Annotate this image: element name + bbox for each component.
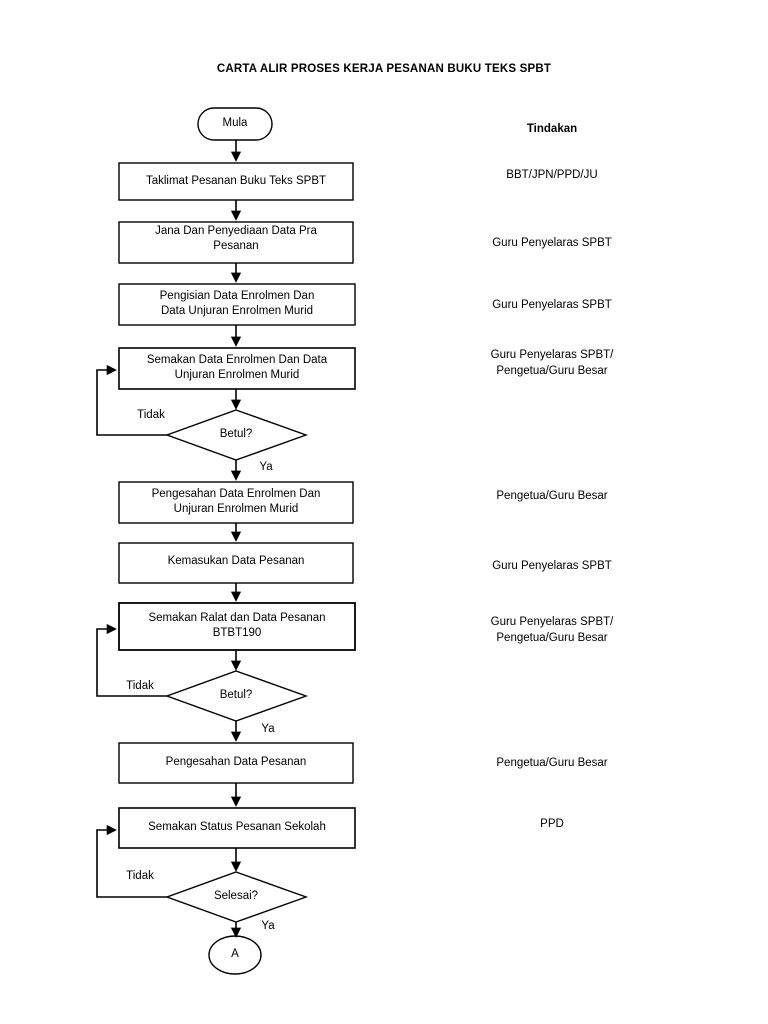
node-p6-shape [118, 542, 354, 584]
node-p3-shape [118, 283, 356, 326]
node-connector-shape [208, 935, 262, 975]
page-title: CARTA ALIR PROSES KERJA PESANAN BUKU TEK… [216, 63, 552, 75]
node-start-shape [197, 107, 273, 141]
edge-label-d3-yes: Ya [261, 920, 275, 932]
node-p2-shape [118, 221, 354, 264]
node-p4-shape [118, 347, 356, 390]
node-p1-shape [118, 162, 354, 201]
edge-label-d3-no: Tidak [126, 870, 154, 882]
edge-label-d2-yes: Ya [261, 723, 275, 735]
edge-label-d1-no: Tidak [137, 409, 165, 421]
action-label-p7: Guru Penyelaras SPBT/ Pengetua/Guru Besa… [490, 616, 614, 644]
node-d1-shape [164, 409, 309, 461]
action-column-header: Tindakan [526, 123, 578, 135]
action-label-p8: Pengetua/Guru Besar [496, 757, 608, 769]
edge-d3-no-loop [96, 824, 167, 898]
node-d2-shape [164, 670, 309, 722]
action-label-p1: BBT/JPN/PPD/JU [506, 169, 598, 181]
edge-label-d1-yes: Ya [259, 461, 273, 473]
node-p5-shape [118, 481, 354, 524]
action-label-p2: Guru Penyelaras SPBT [492, 237, 612, 249]
node-p8-shape [118, 742, 354, 784]
action-label-p9: PPD [540, 818, 564, 830]
edge-label-d2-no: Tidak [126, 680, 154, 692]
action-label-p6: Guru Penyelaras SPBT [492, 560, 612, 572]
edge-d2-no-loop [96, 623, 167, 697]
node-p9-shape [118, 807, 356, 849]
action-label-p4: Guru Penyelaras SPBT/ Pengetua/Guru Besa… [490, 349, 614, 377]
node-d3-shape [164, 871, 309, 923]
edge-d1-no-loop [96, 364, 167, 436]
action-label-p5: Pengetua/Guru Besar [496, 490, 608, 502]
action-label-p3: Guru Penyelaras SPBT [492, 299, 612, 311]
node-p7-shape [118, 602, 356, 651]
